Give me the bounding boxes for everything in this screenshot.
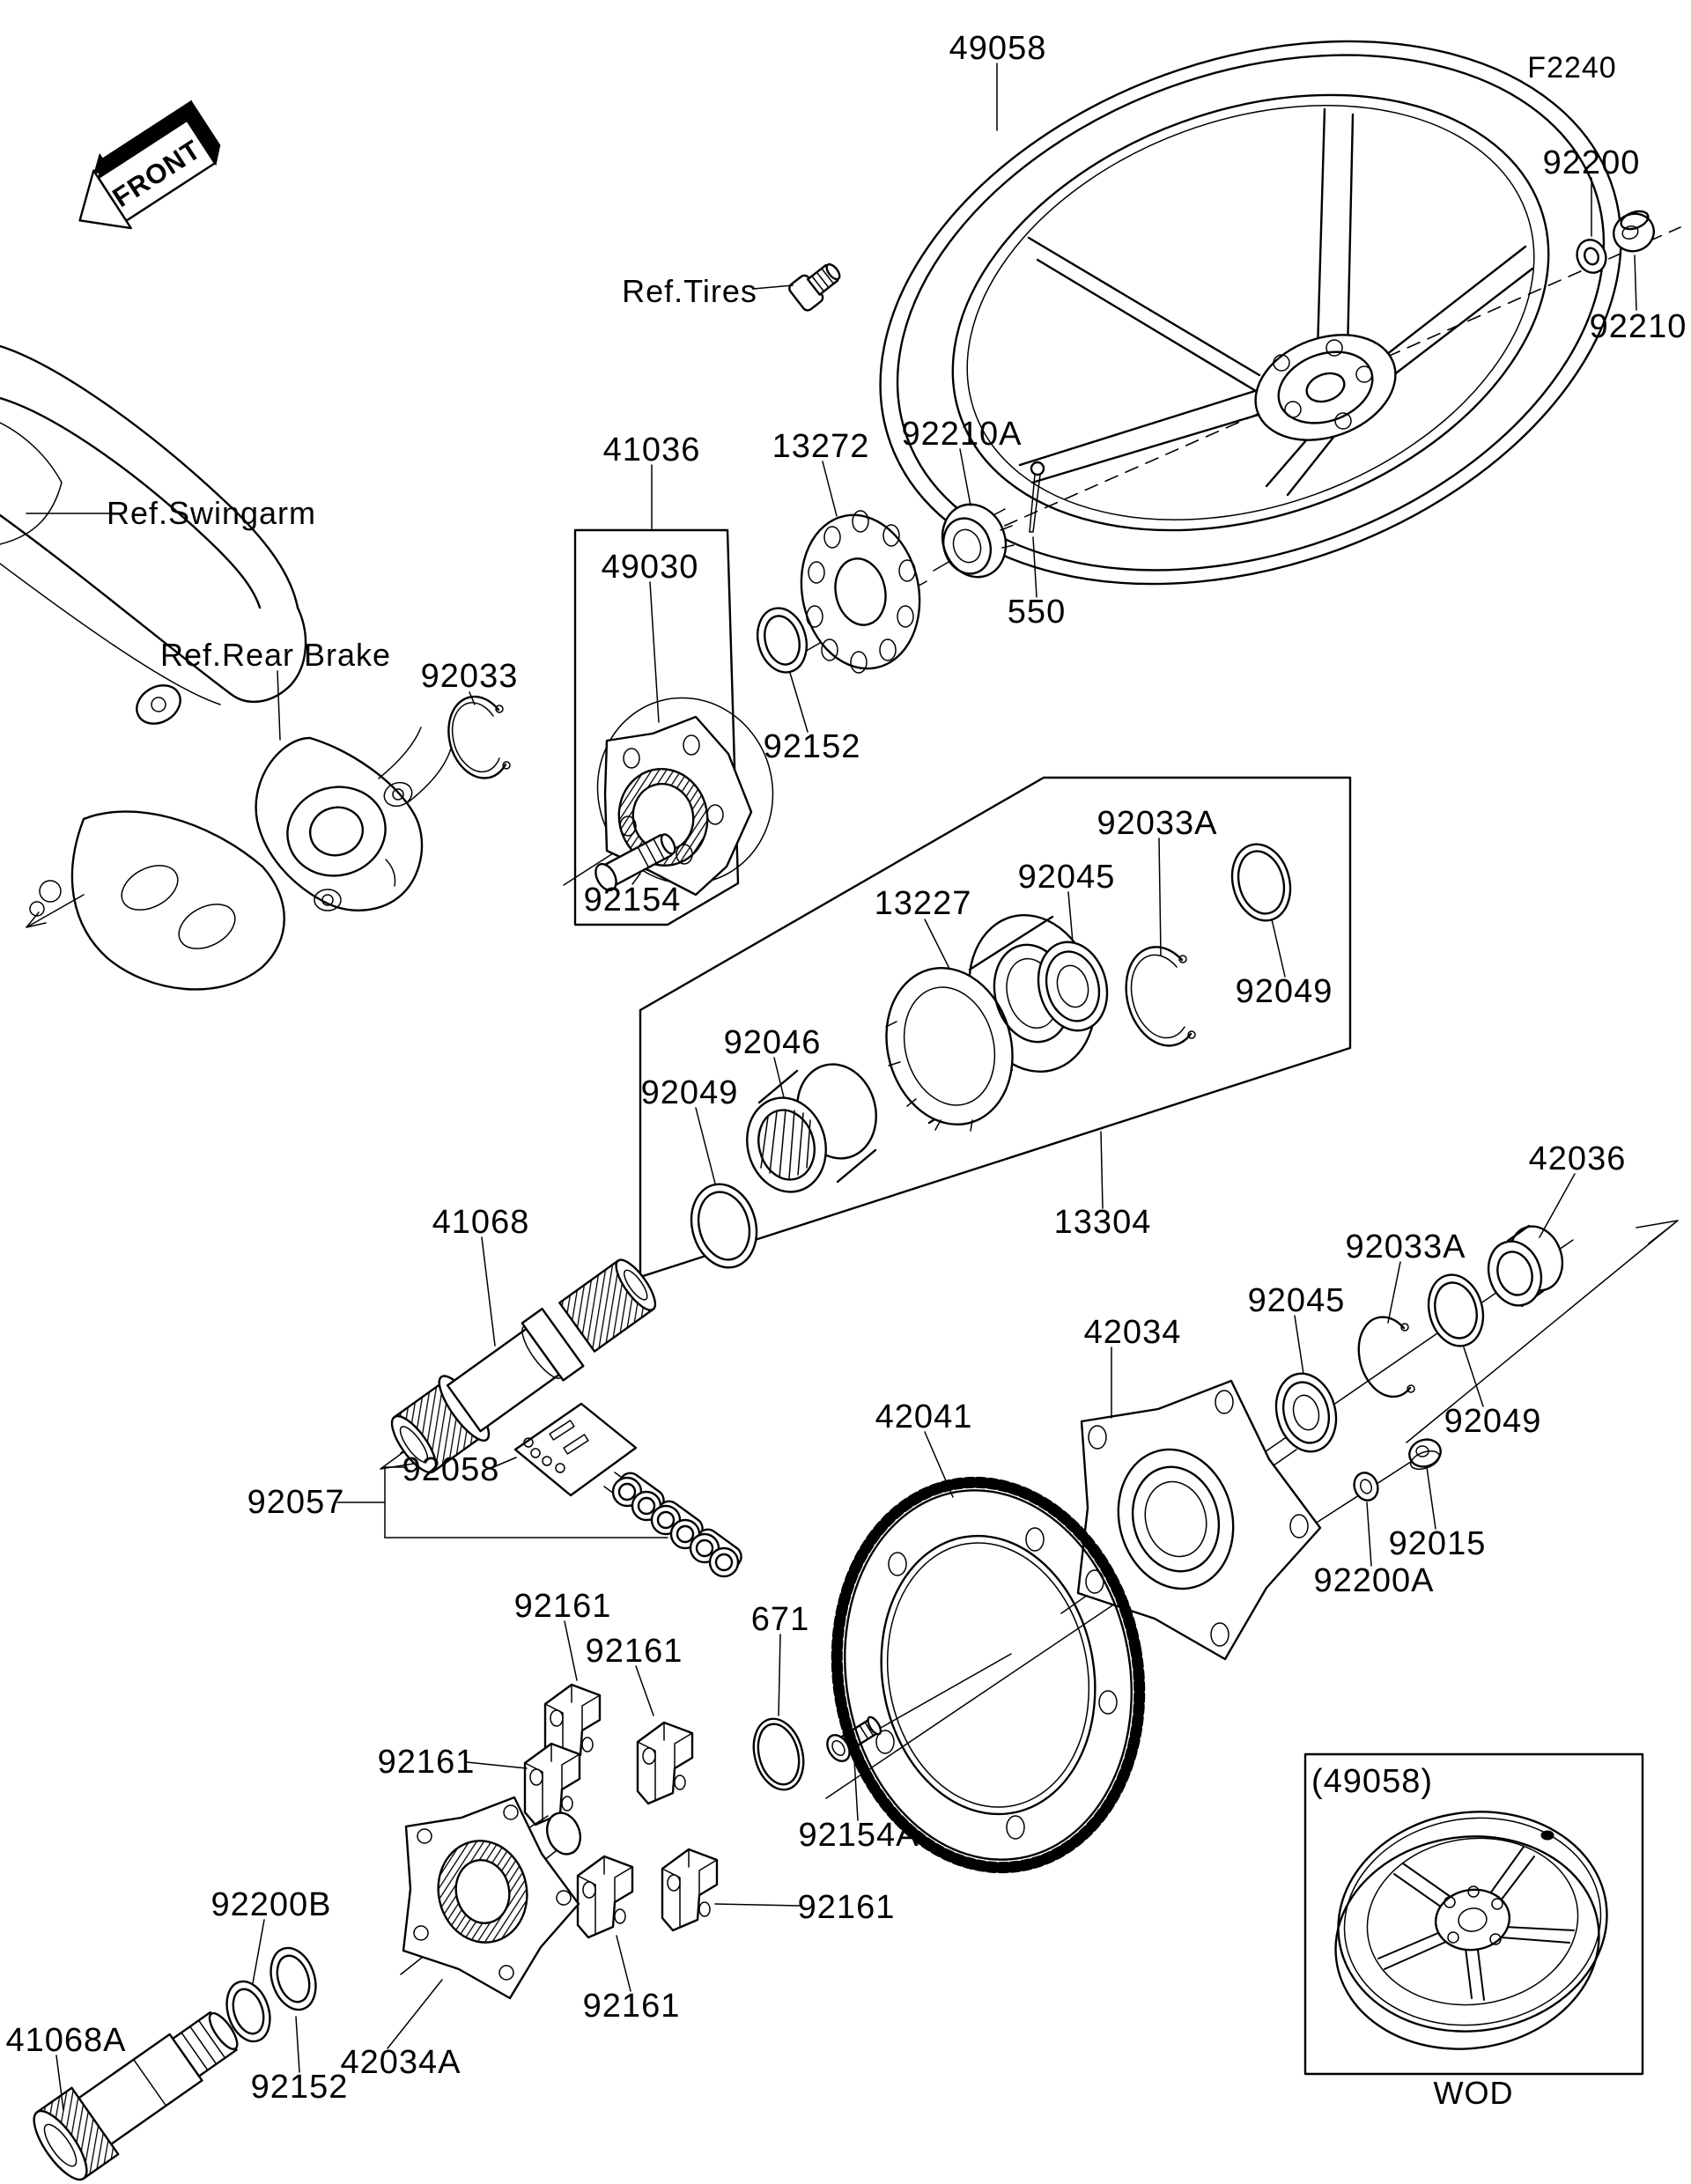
stud-92154-drawing <box>594 833 676 892</box>
ref-swingarm-label: Ref.Swingarm <box>106 495 317 531</box>
part-label-92152-1: 92152 <box>763 728 861 765</box>
part-label-13227: 13227 <box>874 885 972 922</box>
front-direction-arrow <box>78 100 221 230</box>
part-label-92049-3: 92049 <box>1444 1403 1542 1440</box>
nut-92210-drawing <box>1613 210 1655 253</box>
rear-wheel-drawing <box>879 40 1622 586</box>
part-label-92057: 92057 <box>247 1484 345 1521</box>
part-label-92049-1: 92049 <box>1235 973 1333 1010</box>
leader-lines <box>26 63 1637 2111</box>
drive-chain-drawing <box>611 1472 742 1578</box>
washer-92200B-drawing <box>225 1980 271 2043</box>
washer-92200A-drawing <box>1353 1472 1379 1502</box>
part-label-550: 550 <box>1007 594 1067 631</box>
part-label-92161-5: 92161 <box>797 1889 896 1926</box>
part-label-92049-2: 92049 <box>640 1074 739 1111</box>
group-box-41036 <box>573 528 740 926</box>
part-label-92161-3: 92161 <box>377 1744 476 1781</box>
part-label-92015: 92015 <box>1388 1525 1487 1562</box>
rear-brake-bracket-drawing <box>255 727 452 911</box>
washer-92152-2-drawing <box>270 1946 317 2011</box>
swingarm-drawing <box>0 344 307 991</box>
bearing-92045-1-drawing <box>1037 941 1109 1032</box>
nut-92015-drawing <box>1408 1438 1442 1471</box>
part-label-92045-1: 92045 <box>1017 859 1116 896</box>
part-label-41036: 41036 <box>602 432 701 469</box>
part-label-92161-4: 92161 <box>582 1988 681 2025</box>
part-label-42036: 42036 <box>1528 1140 1627 1177</box>
inset-wheel-box <box>1303 1752 1644 2076</box>
tire-valve-drawing <box>788 262 841 312</box>
circlip-92033A-1-drawing <box>1125 946 1196 1047</box>
seal-92152-1-drawing <box>757 607 808 674</box>
ref-tires-label: Ref.Tires <box>622 273 757 309</box>
sprocket-42041-drawing <box>831 1476 1146 1874</box>
part-label-49030: 49030 <box>601 549 699 586</box>
coupling-42034-drawing <box>1076 1379 1322 1661</box>
part-label-671: 671 <box>750 1601 810 1638</box>
part-label-92210: 92210 <box>1589 308 1687 345</box>
part-label-92154: 92154 <box>583 882 682 919</box>
inset-ref-label: (49058) <box>1311 1763 1433 1800</box>
circlip-92033-drawing <box>447 695 511 779</box>
chain-92057-group <box>336 1402 668 1538</box>
part-label-92154A: 92154A <box>798 1817 919 1854</box>
seal-92049-2-drawing <box>690 1183 758 1269</box>
part-label-41068: 41068 <box>432 1204 530 1241</box>
part-label-92200: 92200 <box>1542 144 1641 181</box>
part-label-42041: 42041 <box>875 1398 973 1435</box>
part-label-13304: 13304 <box>1053 1204 1152 1241</box>
part-label-92033: 92033 <box>420 658 519 695</box>
bearing-92046-drawing <box>746 1063 877 1193</box>
axle-41068A-drawing <box>33 2011 239 2181</box>
group-box-13304 <box>639 776 1352 1279</box>
figure-code: F2240 <box>1527 51 1617 85</box>
washer-92200-drawing <box>1576 239 1607 274</box>
part-label-92033A-2: 92033A <box>1345 1228 1466 1265</box>
part-label-92200B: 92200B <box>210 1886 332 1923</box>
circlip-92033A-2-drawing <box>1357 1316 1415 1398</box>
part-label-92200A: 92200A <box>1313 1562 1435 1599</box>
axle-41068-drawing <box>390 1258 657 1474</box>
castle-nut-92210A-drawing <box>941 503 1015 579</box>
part-label-92210A: 92210A <box>901 416 1023 453</box>
part-label-92152-2: 92152 <box>250 2069 349 2106</box>
seal-92049-3-drawing <box>1427 1273 1485 1347</box>
bearing-42036-drawing <box>1487 1224 1564 1308</box>
part-label-92045-2: 92045 <box>1247 1282 1346 1319</box>
part-label-42034A: 42034A <box>340 2044 462 2081</box>
seal-92049-1-drawing <box>1230 843 1292 922</box>
part-label-41068A: 41068A <box>5 2022 127 2059</box>
cotter-pin-550-drawing <box>1029 461 1045 533</box>
part-label-92161-1: 92161 <box>513 1588 612 1625</box>
bearing-92045-2-drawing <box>1274 1372 1338 1453</box>
ref-rear-brake-label: Ref.Rear Brake <box>159 637 392 673</box>
part-label-92033A-1: 92033A <box>1097 805 1218 842</box>
part-label-92058: 92058 <box>402 1451 500 1488</box>
part-label-92046: 92046 <box>723 1024 822 1061</box>
part-label-42034: 42034 <box>1083 1314 1182 1351</box>
oring-671-drawing <box>752 1717 805 1791</box>
coupling-42034A-drawing <box>402 1796 582 2000</box>
part-label-92161-2: 92161 <box>585 1633 683 1670</box>
inset-code-label: WOD <box>1433 2075 1514 2111</box>
disc-13272-drawing <box>800 510 921 674</box>
part-label-13272: 13272 <box>772 428 870 465</box>
part-label-49058: 49058 <box>949 30 1047 67</box>
